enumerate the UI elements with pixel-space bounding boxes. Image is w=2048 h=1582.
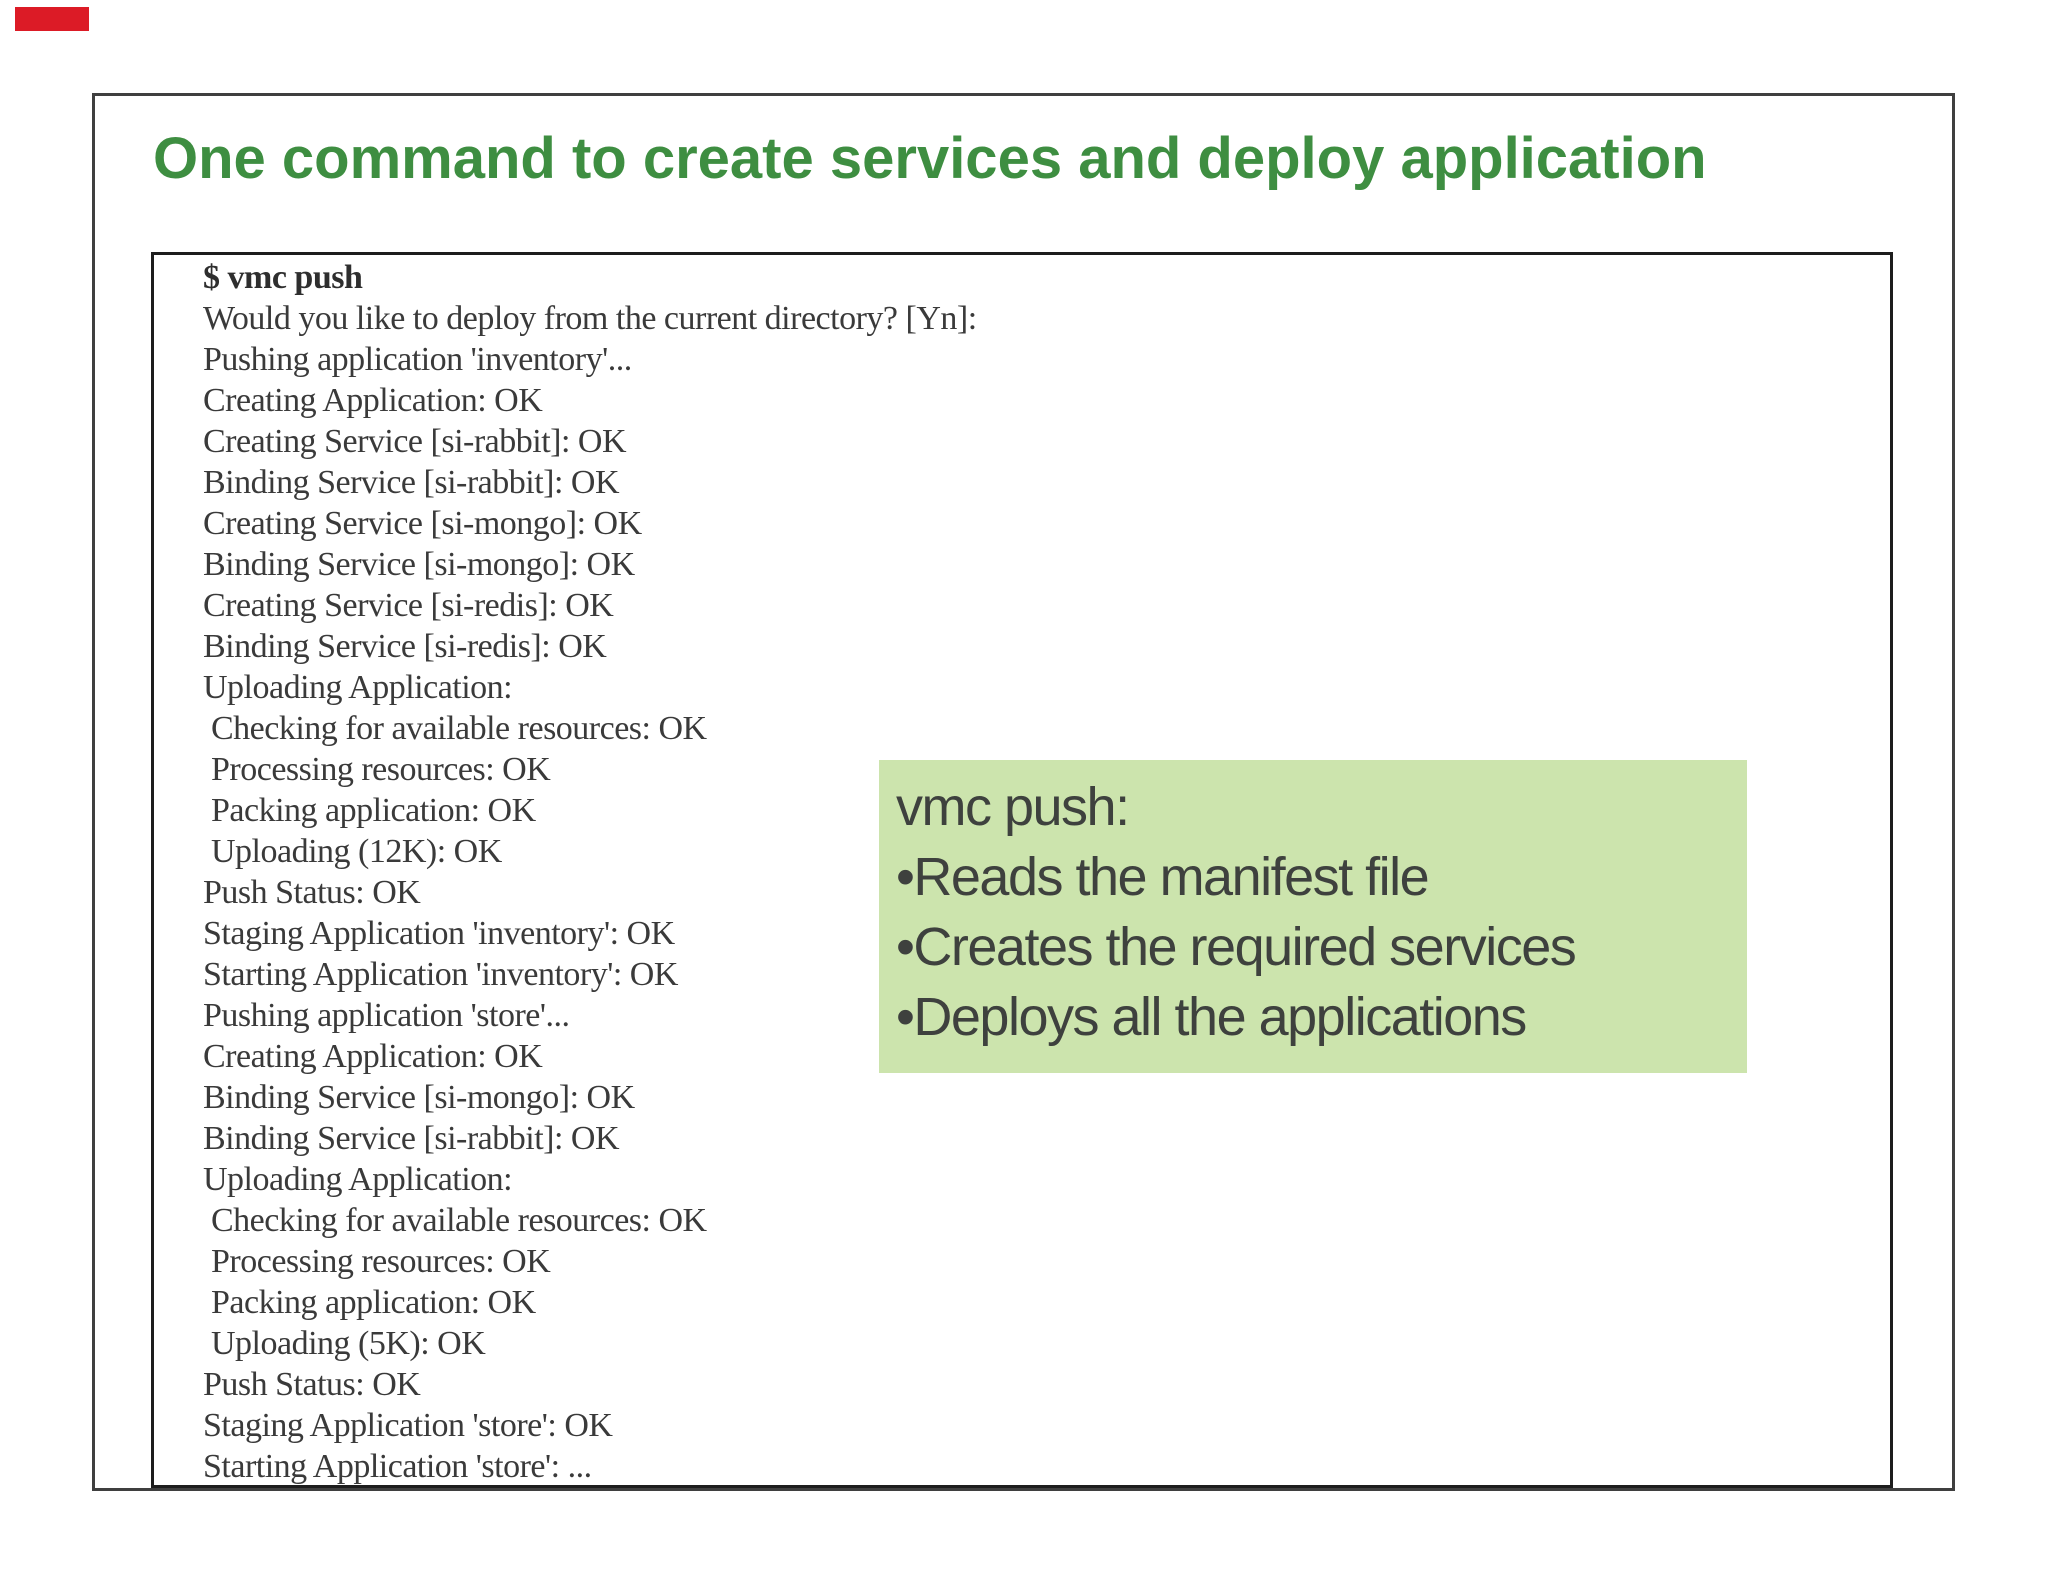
callout-heading: vmc push:	[896, 777, 1130, 837]
terminal-line: Pushing application 'inventory'...	[203, 341, 632, 378]
terminal-line: Starting Application 'inventory': OK	[203, 956, 678, 993]
terminal-line: Binding Service [si-mongo]: OK	[203, 546, 635, 583]
terminal-line: Binding Service [si-redis]: OK	[203, 628, 607, 665]
callout-box: vmc push: •Reads the manifest file •Creat…	[879, 760, 1747, 1073]
slide-frame: One command to create services and deplo…	[92, 93, 1955, 1491]
callout-bullet: •Creates the required services	[896, 917, 1577, 977]
callout-bullets: •Reads the manifest file •Creates the req…	[896, 842, 1747, 1052]
callout-bullet: •Deploys all the applications	[896, 987, 1527, 1047]
terminal-line: Would you like to deploy from the curren…	[203, 300, 977, 337]
terminal-line: Processing resources: OK	[203, 1243, 551, 1280]
terminal-line: Binding Service [si-mongo]: OK	[203, 1079, 635, 1116]
terminal-line: Uploading Application:	[203, 669, 513, 706]
terminal-line: Packing application: OK	[203, 792, 536, 829]
terminal-line: Processing resources: OK	[203, 751, 551, 788]
callout-bullet: •Reads the manifest file	[896, 847, 1430, 907]
terminal-line: Staging Application 'inventory': OK	[203, 915, 675, 952]
terminal-line: Binding Service [si-rabbit]: OK	[203, 464, 620, 501]
terminal-line: Packing application: OK	[203, 1284, 536, 1321]
terminal-line: Creating Service [si-rabbit]: OK	[203, 423, 627, 460]
terminal-output: Would you like to deploy from the curren…	[203, 298, 1890, 1485]
red-marker	[15, 7, 89, 31]
terminal-line: Binding Service [si-rabbit]: OK	[203, 1120, 620, 1157]
terminal-line: Checking for available resources: OK	[203, 1202, 707, 1239]
terminal-line: Push Status: OK	[203, 874, 421, 911]
page-title: One command to create services and deplo…	[153, 126, 1707, 191]
terminal-line: Creating Service [si-mongo]: OK	[203, 505, 642, 542]
terminal-prompt-line: $ vmc push	[203, 259, 363, 296]
terminal-line: Creating Application: OK	[203, 382, 543, 419]
terminal-line: Starting Application 'store': ...	[203, 1448, 592, 1485]
terminal-line: Uploading Application:	[203, 1161, 513, 1198]
terminal-line: Creating Application: OK	[203, 1038, 543, 1075]
terminal-line: Checking for available resources: OK	[203, 710, 707, 747]
terminal-line: Uploading (12K): OK	[203, 833, 502, 870]
terminal-line: Push Status: OK	[203, 1366, 421, 1403]
terminal-line: Uploading (5K): OK	[203, 1325, 486, 1362]
terminal-line: Pushing application 'store'...	[203, 997, 570, 1034]
terminal-line: Creating Service [si-redis]: OK	[203, 587, 614, 624]
terminal-line: Staging Application 'store': OK	[203, 1407, 613, 1444]
